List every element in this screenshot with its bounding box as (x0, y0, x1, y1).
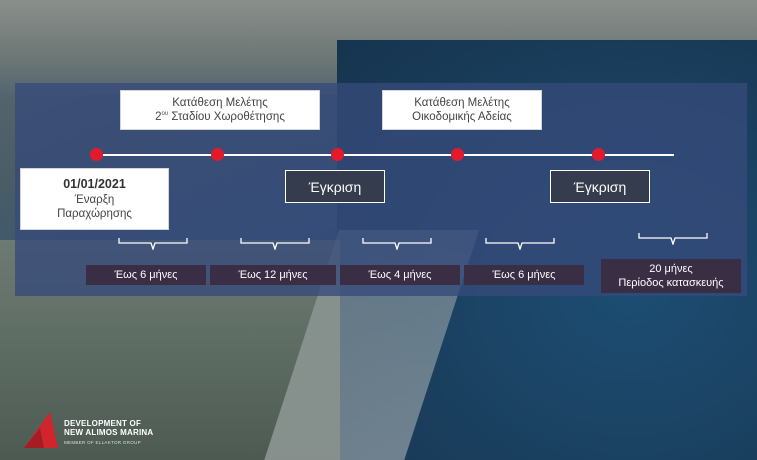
milestone-siting-study-ordinal: ου (161, 111, 169, 117)
milestone-dot-1 (90, 148, 103, 161)
duration-brace-4 (485, 237, 555, 250)
milestone-approval-box-1: Έγκριση (285, 170, 385, 203)
duration-box-2: Έως 12 μήνες (210, 265, 336, 285)
milestone-start-label-line2: Παραχώρησης (57, 208, 132, 220)
duration-label-3: Έως 4 μήνες (368, 269, 432, 281)
duration-brace-2 (240, 237, 310, 250)
milestone-approval-label-2: Έγκριση (573, 178, 627, 195)
company-logo-icon (20, 410, 62, 455)
milestone-dot-4 (451, 148, 464, 161)
timeline-line (96, 154, 674, 156)
duration-label-5-line2: Περίοδος κατασκευής (618, 277, 724, 289)
milestone-start-box: 01/01/2021 Έναρξη Παραχώρησης (20, 168, 169, 230)
milestone-start-date: 01/01/2021 (63, 177, 126, 191)
duration-label-5-line1: 20 μήνες (649, 263, 693, 275)
company-logo-text: DEVELOPMENT OF NEW ALIMOS MARINA (64, 419, 153, 437)
milestone-siting-study-stage-number: 2 (155, 111, 162, 123)
milestone-building-permit-line2: Οικοδομικής Αδείας (412, 111, 512, 123)
milestone-dot-5 (592, 148, 605, 161)
milestone-building-permit-line1: Κατάθεση Μελέτης (414, 97, 510, 109)
duration-label-1: Έως 6 μήνες (114, 269, 178, 281)
milestone-siting-study-line1: Κατάθεση Μελέτης (172, 97, 268, 109)
logo-line1: DEVELOPMENT OF (64, 419, 142, 428)
duration-brace-5 (638, 232, 708, 245)
duration-box-5: 20 μήνες Περίοδος κατασκευής (601, 259, 741, 293)
milestone-dot-2 (211, 148, 224, 161)
milestone-siting-study-stage-name: Σταδίου Χωροθέτησης (168, 111, 285, 123)
duration-brace-1 (118, 237, 188, 250)
duration-box-1: Έως 6 μήνες (86, 265, 206, 285)
duration-box-4: Έως 6 μήνες (464, 265, 584, 285)
milestone-siting-study-line2: 2ου Σταδίου Χωροθέτησης (155, 110, 285, 124)
milestone-approval-box-2: Έγκριση (550, 170, 650, 203)
logo-line2: NEW ALIMOS MARINA (64, 428, 154, 437)
duration-brace-3 (362, 237, 432, 250)
duration-box-3: Έως 4 μήνες (340, 265, 460, 285)
milestone-siting-study-box: Κατάθεση Μελέτης 2ου Σταδίου Χωροθέτησης (120, 90, 320, 130)
milestone-dot-3 (331, 148, 344, 161)
logo-subtitle: MEMBER OF ELLAKTOR GROUP (64, 440, 141, 445)
duration-label-2: Έως 12 μήνες (238, 269, 308, 281)
milestone-start-label-line1: Έναρξη (74, 194, 115, 206)
milestone-building-permit-box: Κατάθεση Μελέτης Οικοδομικής Αδείας (382, 90, 542, 130)
duration-label-4: Έως 6 μήνες (492, 269, 556, 281)
milestone-approval-label-1: Έγκριση (308, 178, 362, 195)
